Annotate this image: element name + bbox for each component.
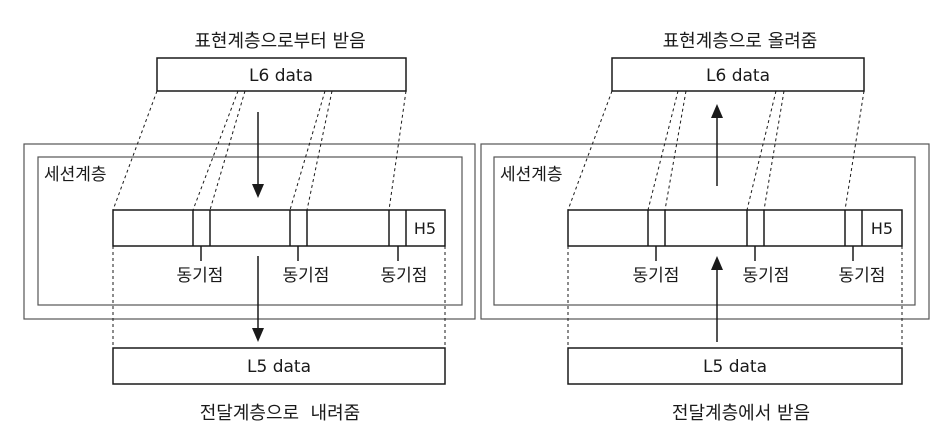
left-l6-label: L6 data <box>249 66 313 86</box>
right-up-arrow-upper <box>711 104 723 186</box>
left-bottom-caption: 전달계층으로 내려줌 <box>200 403 360 424</box>
left-h5-label: H5 <box>414 219 436 238</box>
right-up-arrow-lower <box>711 256 723 342</box>
right-sync-markers <box>647 210 863 261</box>
left-sync-label-3: 동기점 <box>381 266 428 286</box>
left-panel: 표현계층으로부터 받음 L6 data 세션계층 <box>23 31 476 424</box>
left-sync-label-2: 동기점 <box>283 266 330 286</box>
left-data-strip <box>112 209 446 247</box>
right-outer-frame <box>480 143 930 320</box>
left-sync-markers <box>192 210 407 261</box>
right-session-label: 세션계층 <box>500 165 563 185</box>
left-down-arrow-upper <box>252 112 264 198</box>
right-h5-label: H5 <box>871 219 893 238</box>
right-data-strip <box>567 209 903 247</box>
left-l5-label: L5 data <box>247 357 311 377</box>
left-session-frame <box>37 156 463 306</box>
right-l6-box <box>611 57 865 92</box>
left-sync-label-1: 동기점 <box>177 266 224 286</box>
right-sync-label-1: 동기점 <box>633 266 680 286</box>
right-top-caption: 표현계층으로 올려줌 <box>663 31 818 52</box>
left-l5-box <box>112 347 446 385</box>
right-dashed-guides <box>567 90 903 348</box>
right-l6-label: L6 data <box>706 66 770 86</box>
right-session-frame <box>493 156 916 306</box>
right-panel: 표현계층으로 올려줌 L6 data 세션계층 H <box>480 31 930 424</box>
right-bottom-caption: 전달계층에서 받음 <box>672 403 810 424</box>
left-down-arrow-lower <box>252 256 264 342</box>
left-dashed-guides <box>112 90 446 348</box>
left-outer-frame <box>23 143 476 320</box>
left-top-caption: 표현계층으로부터 받음 <box>194 31 365 52</box>
left-l6-box <box>156 57 407 92</box>
right-l5-label: L5 data <box>703 357 767 377</box>
right-l5-box <box>567 347 903 385</box>
right-sync-label-3: 동기점 <box>839 266 886 286</box>
right-sync-label-2: 동기점 <box>743 266 790 286</box>
left-session-label: 세션계층 <box>44 165 107 185</box>
